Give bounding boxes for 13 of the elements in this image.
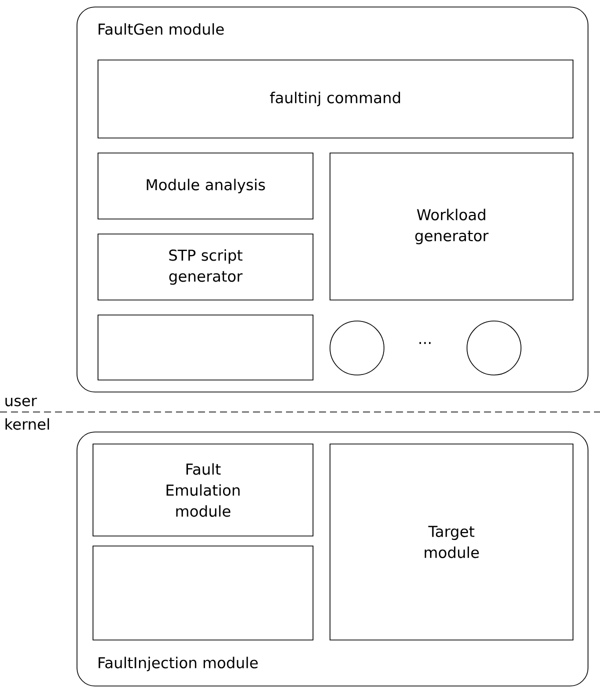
ellipsis-label: ... [419,342,431,344]
user-space-label: user [5,398,37,406]
empty-box [92,546,314,640]
component-box: Workload generator [330,152,574,300]
component-box: Target module [330,444,574,640]
kernel-space-label: kernel [6,418,49,430]
empty-box [98,314,314,380]
circle [330,320,384,376]
component-box: Module analysis [98,152,314,220]
component-box: faultinj command [98,60,574,138]
component-box: STP script generator [98,234,314,300]
circle [466,320,522,376]
component-box: Fault Emulation module [92,444,314,536]
